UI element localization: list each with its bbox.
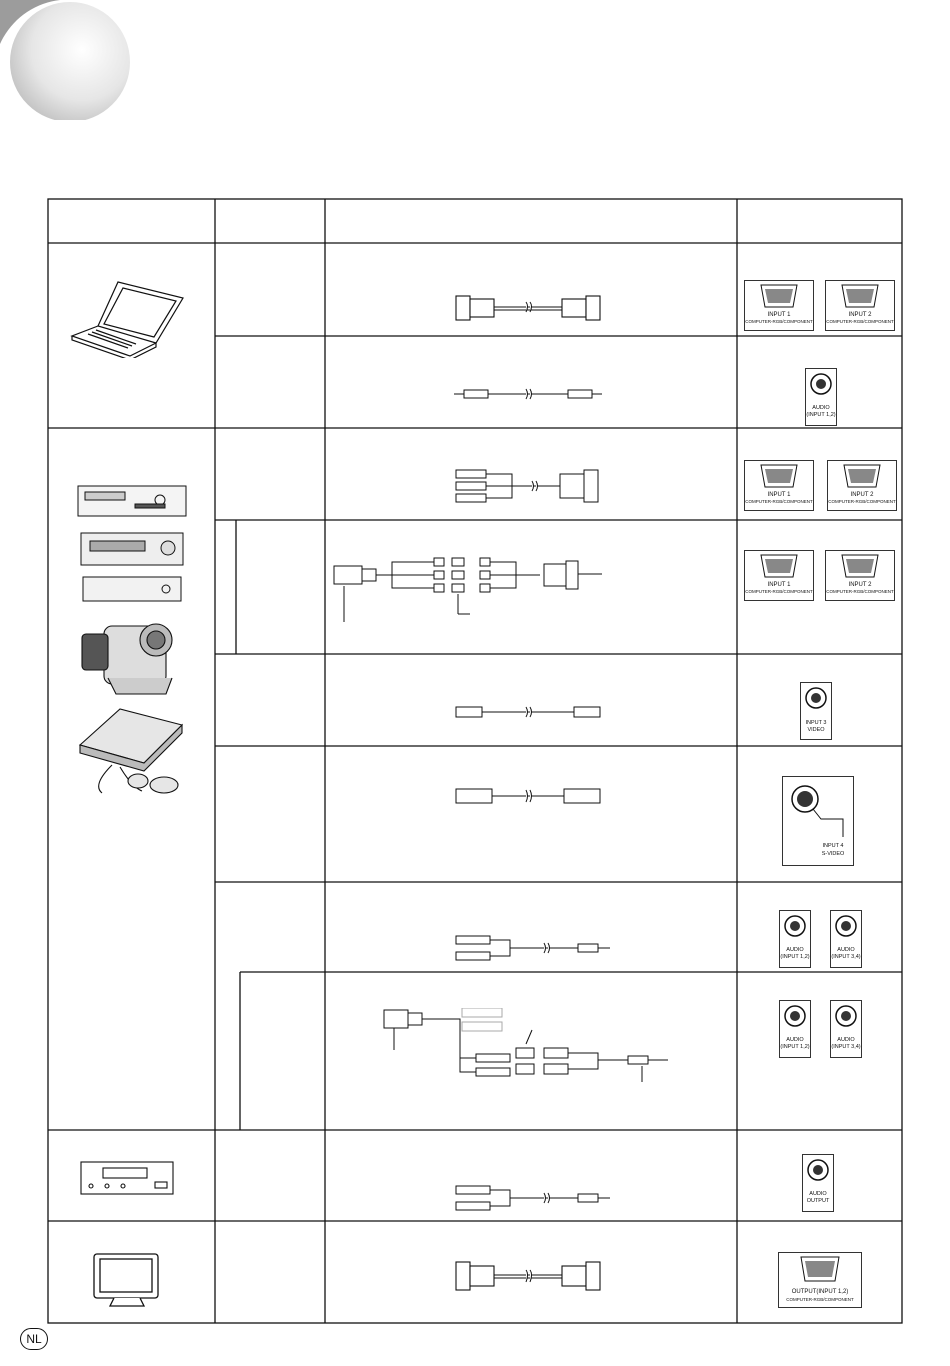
input1-terminal: INPUT 1 COMPUTER-RGB/COMPONENT <box>744 280 814 331</box>
audio-label: AUDIO <box>837 947 855 953</box>
input2-label: INPUT 2 <box>850 492 874 498</box>
vga-port-icon <box>800 1256 840 1282</box>
tuner-box-icon <box>82 576 182 602</box>
audio-input34-label: (INPUT 3,4) <box>831 954 861 960</box>
audio-label: AUDIO <box>812 405 830 411</box>
input1-sub-label: COMPUTER-RGB/COMPONENT <box>745 319 813 324</box>
svideo-label: S-VIDEO <box>821 851 845 857</box>
input1-label: INPUT 1 <box>767 312 791 318</box>
audio-jack-icon <box>810 373 832 395</box>
amplifier-audio-cable-icon <box>455 1185 610 1211</box>
input2-label: INPUT 2 <box>848 582 872 588</box>
audio-input34-terminal: AUDIO (INPUT 3,4) <box>830 910 862 968</box>
input3-label: INPUT 3 <box>805 720 827 726</box>
game-console-icon <box>78 708 184 794</box>
monitor-icon <box>93 1253 159 1307</box>
audio-input34-terminal-adapter: AUDIO (INPUT 3,4) <box>830 1000 862 1058</box>
audio-input-terminal: AUDIO (INPUT 1,2) <box>805 368 837 426</box>
monitor-rgb-cable-icon <box>455 1261 601 1291</box>
input1-terminal-component: INPUT 1 COMPUTER-RGB/COMPONENT <box>744 460 814 511</box>
svideo-jack-icon <box>791 785 844 839</box>
output-label: OUTPUT <box>806 1198 830 1204</box>
camcorder-icon <box>81 623 173 695</box>
input2-sub-label: COMPUTER-RGB/COMPONENT <box>826 319 894 324</box>
audio-label: AUDIO <box>786 947 804 953</box>
audio-input12-label: (INPUT 1,2) <box>806 412 836 418</box>
audio-jack-icon <box>835 1005 857 1027</box>
audio-output-label: AUDIO <box>809 1191 827 1197</box>
vga-port-icon <box>843 464 881 488</box>
input2-terminal-component: INPUT 2 COMPUTER-RGB/COMPONENT <box>827 460 897 511</box>
input2-sub-label: COMPUTER-RGB/COMPONENT <box>826 589 894 594</box>
input2-sub-label: COMPUTER-RGB/COMPONENT <box>828 499 896 504</box>
corner-decoration <box>0 0 130 120</box>
vga-port-icon <box>841 284 879 308</box>
audio-minijack-cable-icon <box>454 388 602 400</box>
audio-input12-terminal: AUDIO (INPUT 1,2) <box>779 910 811 968</box>
video-input-terminal: INPUT 3 VIDEO <box>800 682 832 740</box>
vga-port-icon <box>760 464 798 488</box>
input2-terminal-adapter: INPUT 2 COMPUTER-RGB/COMPONENT <box>825 550 895 601</box>
audio-output-terminal: AUDIO OUTPUT <box>802 1154 834 1212</box>
audio-amplifier-icon <box>80 1161 174 1195</box>
input2-terminal: INPUT 2 COMPUTER-RGB/COMPONENT <box>825 280 895 331</box>
input2-label: INPUT 2 <box>848 312 872 318</box>
audio-label: AUDIO <box>837 1037 855 1043</box>
audio-input12-terminal-adapter: AUDIO (INPUT 1,2) <box>779 1000 811 1058</box>
audio-label: AUDIO <box>786 1037 804 1043</box>
vga-port-icon <box>841 554 879 578</box>
component-adapter-icon <box>333 557 602 622</box>
input1-sub-label: COMPUTER-RGB/COMPONENT <box>745 499 813 504</box>
audio-jack-icon <box>784 1005 806 1027</box>
language-badge: NL <box>20 1328 48 1350</box>
audio-input34-label: (INPUT 3,4) <box>831 1044 861 1050</box>
laptop-icon <box>70 281 184 358</box>
input4-label: INPUT 4 <box>822 843 844 849</box>
rca-jack-icon <box>805 687 827 709</box>
input1-label: INPUT 1 <box>767 582 791 588</box>
input1-label: INPUT 1 <box>767 492 791 498</box>
svideo-cable-icon <box>455 788 601 804</box>
monitor-output-terminal: OUTPUT(INPUT 1,2) COMPUTER-RGB/COMPONENT <box>778 1252 862 1308</box>
monitor-output-sub-label: COMPUTER-RGB/COMPONENT <box>786 1297 854 1302</box>
rca-to-minijack-cable-icon <box>455 935 610 961</box>
svideo-input-terminal: INPUT 4 S-VIDEO <box>782 776 854 866</box>
vga-port-icon <box>760 284 798 308</box>
audio-jack-icon <box>835 915 857 937</box>
video-cable-icon <box>455 706 601 718</box>
component-cable-icon <box>455 469 599 503</box>
dvd-player-icon <box>77 485 187 517</box>
audio-input12-label: (INPUT 1,2) <box>780 954 810 960</box>
input1-terminal-adapter: INPUT 1 COMPUTER-RGB/COMPONENT <box>744 550 814 601</box>
audio-jack-icon <box>807 1159 829 1181</box>
audio-input12-label: (INPUT 1,2) <box>780 1044 810 1050</box>
video-label: VIDEO <box>807 727 825 733</box>
audio-adapter-icon <box>383 1008 668 1082</box>
vga-port-icon <box>760 554 798 578</box>
input1-sub-label: COMPUTER-RGB/COMPONENT <box>745 589 813 594</box>
vcr-icon <box>80 532 184 566</box>
audio-jack-icon <box>784 915 806 937</box>
monitor-output-label: OUTPUT(INPUT 1,2) <box>791 1289 849 1295</box>
rgb-cable-icon <box>455 295 601 321</box>
